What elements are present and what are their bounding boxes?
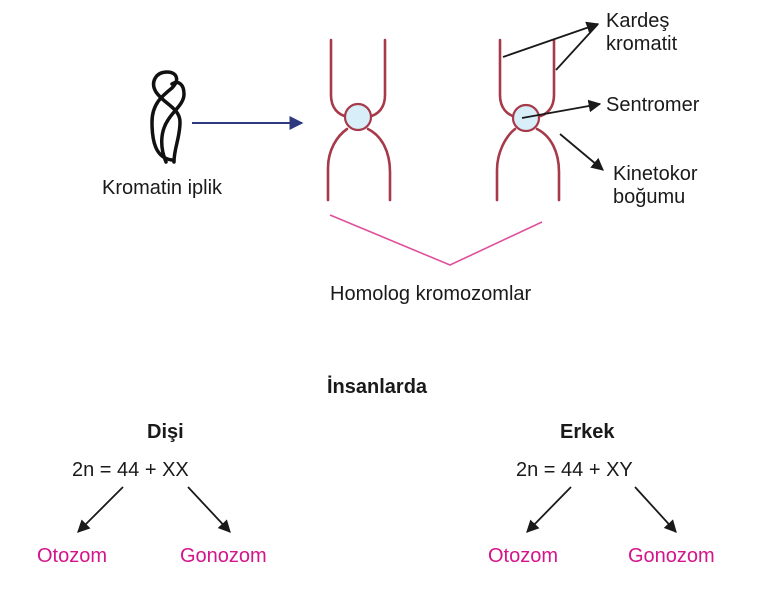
kinetochore-arrow <box>559 133 604 171</box>
chromatin-label: Kromatin iplik <box>102 177 223 199</box>
female-gonosome-label: Gonozom <box>180 545 267 567</box>
female-autosome-label: Otozom <box>37 545 107 567</box>
male-heading: Erkek <box>560 421 615 443</box>
male-gonosome-label: Gonozom <box>628 545 715 567</box>
sister-chromatid-arrow-1 <box>502 21 600 58</box>
female-right-arrow <box>187 486 231 533</box>
male-formula: 2n = 44 + XY <box>516 459 633 481</box>
female-left-arrow <box>77 486 124 533</box>
centromere-arrow <box>521 99 602 119</box>
female-heading: Dişi <box>147 421 184 443</box>
sister-chromatid-label-line2: kromatit <box>606 33 678 55</box>
homolog-bracket <box>329 214 543 266</box>
homolog-label: Homolog kromozomlar <box>330 283 532 305</box>
kinetochore-label-line2: boğumu <box>613 186 685 208</box>
sister-chromatid-arrow-2 <box>555 23 599 71</box>
chromatin-thread <box>150 70 186 164</box>
sister-chromatid-label-line1: Kardeş <box>606 10 669 32</box>
male-autosome-label: Otozom <box>488 545 558 567</box>
centromere-left <box>343 102 373 132</box>
male-left-arrow <box>526 486 572 533</box>
humans-title: İnsanlarda <box>327 375 428 398</box>
female-formula: 2n = 44 + XX <box>72 459 189 481</box>
kinetochore-label-line1: Kinetokor <box>613 163 698 185</box>
centromere-label: Sentromer <box>606 94 700 116</box>
male-right-arrow <box>634 486 677 533</box>
